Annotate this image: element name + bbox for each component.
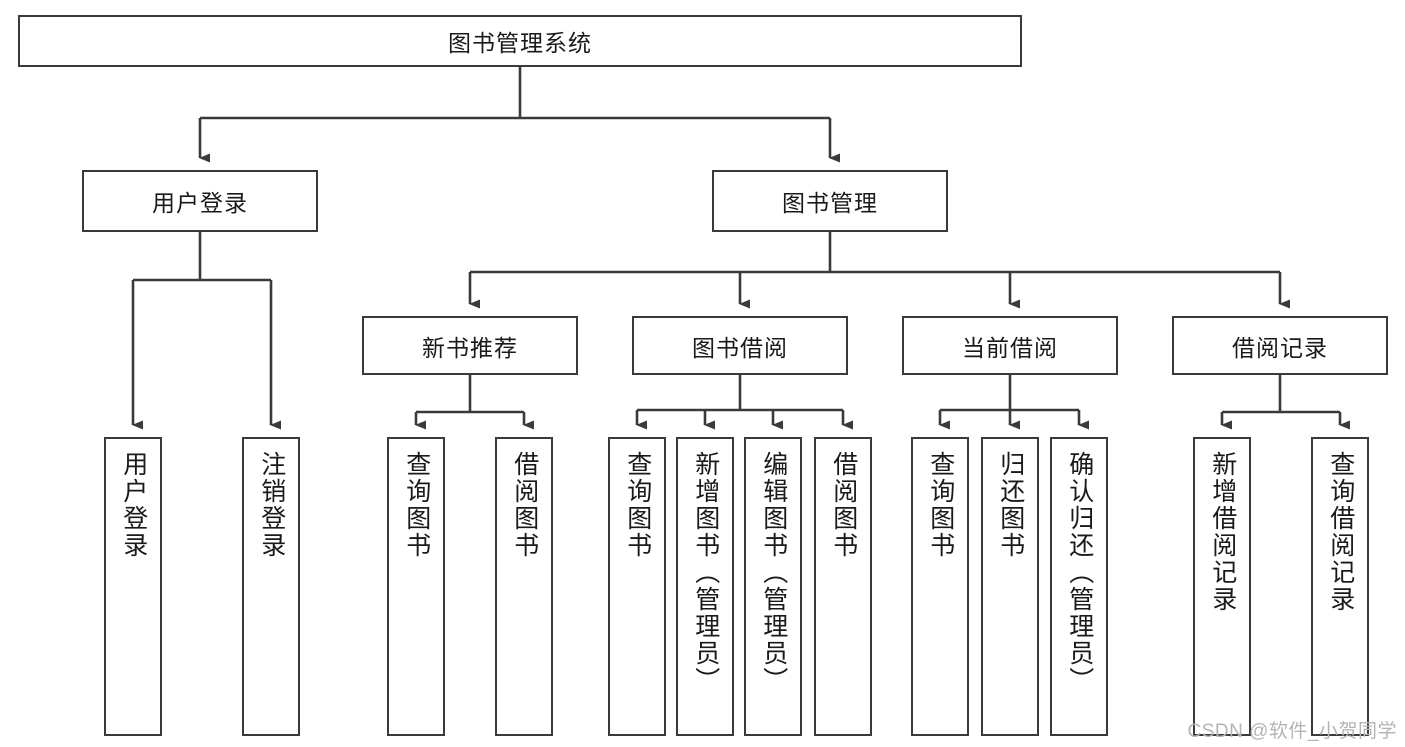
node-new-book-recommend[interactable]: 新书推荐 [362,316,578,375]
leaf-query-book-recommend[interactable]: 查询图书 [387,437,445,736]
node-borrow-record[interactable]: 借阅记录 [1172,316,1388,375]
node-user-login-label: 用户登录 [152,190,248,216]
leaf-query-book-current[interactable]: 查询图书 [911,437,969,736]
leaf-query-book-current-label: 查询图书 [926,451,955,559]
leaf-logout[interactable]: 注销登录 [242,437,300,736]
leaf-logout-label: 注销登录 [257,451,286,559]
node-book-management-label: 图书管理 [782,190,878,216]
leaf-confirm-return-admin-label: 确认归还（管理员） [1065,451,1094,694]
leaf-add-borrow-record-label: 新增借阅记录 [1208,451,1237,613]
leaf-borrow-book[interactable]: 借阅图书 [814,437,872,736]
leaf-borrow-book-recommend-label: 借阅图书 [510,451,539,559]
leaf-edit-book-admin-label: 编辑图书（管理员） [759,451,788,694]
leaf-query-book-borrow-label: 查询图书 [623,451,652,559]
leaf-user-login-label: 用户登录 [119,451,148,559]
leaf-user-login[interactable]: 用户登录 [104,437,162,736]
leaf-borrow-book-label: 借阅图书 [829,451,858,559]
node-root-label: 图书管理系统 [448,30,592,56]
leaf-query-book-recommend-label: 查询图书 [402,451,431,559]
leaf-borrow-book-recommend[interactable]: 借阅图书 [495,437,553,736]
leaf-add-book-admin-label: 新增图书（管理员） [691,451,720,694]
leaf-query-borrow-record-label: 查询借阅记录 [1326,451,1355,613]
node-borrow-record-label: 借阅记录 [1232,334,1328,361]
leaf-return-book-label: 归还图书 [996,451,1025,559]
node-book-borrow[interactable]: 图书借阅 [632,316,848,375]
leaf-query-borrow-record[interactable]: 查询借阅记录 [1311,437,1369,736]
leaf-add-book-admin[interactable]: 新增图书（管理员） [676,437,734,736]
node-book-management[interactable]: 图书管理 [712,170,948,232]
watermark: CSDN @软件_小贺同学 [1187,721,1397,742]
node-current-borrow-label: 当前借阅 [962,334,1058,361]
leaf-add-borrow-record[interactable]: 新增借阅记录 [1193,437,1251,736]
node-root[interactable]: 图书管理系统 [18,15,1022,67]
node-current-borrow[interactable]: 当前借阅 [902,316,1118,375]
node-book-borrow-label: 图书借阅 [692,334,788,361]
node-user-login[interactable]: 用户登录 [82,170,318,232]
leaf-confirm-return-admin[interactable]: 确认归还（管理员） [1050,437,1108,736]
node-new-book-recommend-label: 新书推荐 [422,334,518,361]
leaf-return-book[interactable]: 归还图书 [981,437,1039,736]
leaf-edit-book-admin[interactable]: 编辑图书（管理员） [744,437,802,736]
leaf-query-book-borrow[interactable]: 查询图书 [608,437,666,736]
